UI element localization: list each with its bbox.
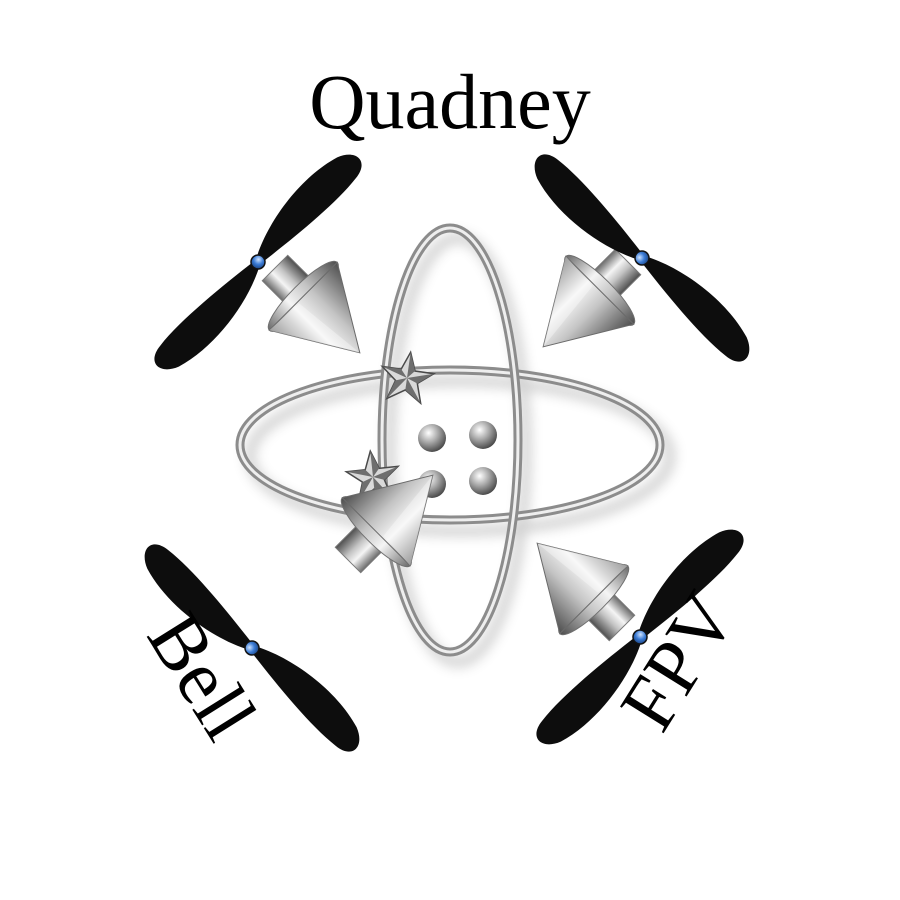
left-text: Bell bbox=[131, 598, 274, 754]
sphere-icon bbox=[469, 421, 497, 449]
right-text: FPV bbox=[603, 577, 753, 744]
ring-shadow bbox=[245, 233, 675, 667]
sphere-icon bbox=[469, 467, 497, 495]
top-title-text: Quadney bbox=[309, 58, 591, 145]
sphere-icon bbox=[418, 424, 446, 452]
orbit-ring-icon bbox=[235, 223, 665, 657]
